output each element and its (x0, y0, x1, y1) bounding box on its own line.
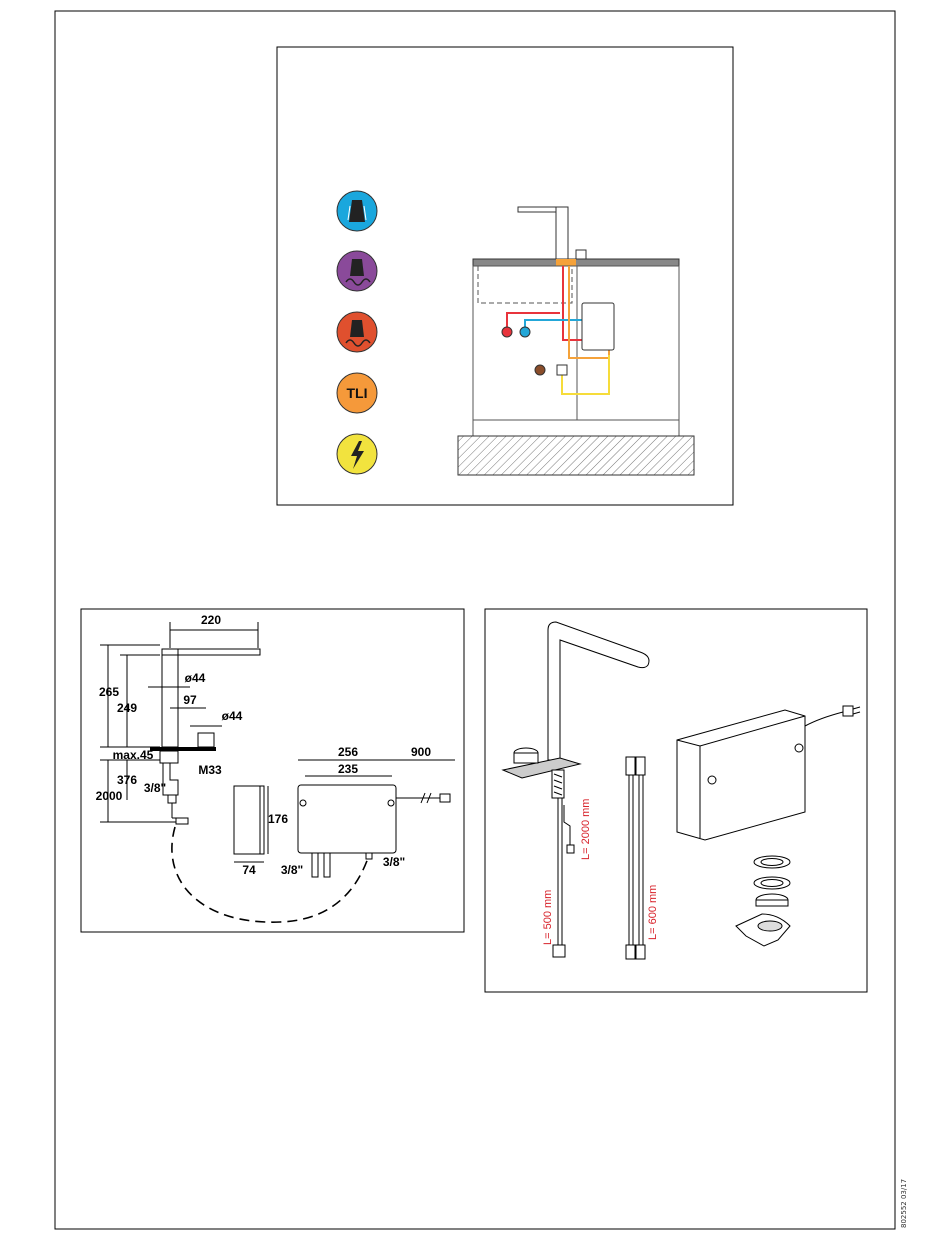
dim-376: 376 (117, 773, 137, 787)
dim-220: 220 (201, 613, 221, 627)
worktop-fitting (556, 259, 576, 266)
mixed-water-icon (337, 312, 377, 352)
dim-3-8-c: 3/8" (383, 855, 405, 869)
drain-outlet (535, 365, 545, 375)
dim-900: 900 (411, 745, 431, 759)
tli-icon: TLI (337, 373, 377, 413)
hot-water-icon (337, 251, 377, 291)
length-2000-label: L= 2000 mm (580, 799, 592, 860)
dimension-panel: 220 265 249 ø44 97 ø44 max.45 M33 376 20… (81, 609, 464, 932)
cabinet (473, 266, 679, 420)
dim-235: 235 (338, 762, 358, 776)
faucet-base (150, 747, 216, 751)
dim-diam-44-a: ø44 (185, 671, 206, 685)
parts-panel: L= 2000 mm L= 500 mm L= 600 mm (485, 609, 867, 992)
dim-97: 97 (183, 693, 197, 707)
length-500-label: L= 500 mm (542, 890, 554, 945)
electric-icon (337, 434, 377, 474)
dim-256: 256 (338, 745, 358, 759)
heater-front-view (298, 785, 396, 853)
dim-diam-44-b: ø44 (222, 709, 243, 723)
length-600-label: L= 600 mm (647, 885, 659, 940)
installation-panel: TLI (277, 47, 733, 505)
cold-water-icon (337, 191, 377, 231)
dim-max45: max.45 (113, 748, 154, 762)
dim-176: 176 (268, 812, 288, 826)
heater-unit (582, 303, 614, 350)
dim-3-8-a: 3/8" (144, 781, 166, 795)
dim-2000: 2000 (96, 789, 123, 803)
dim-m33: M33 (198, 763, 222, 777)
dim-265: 265 (99, 685, 119, 699)
dim-74: 74 (242, 863, 256, 877)
floor (458, 436, 694, 475)
dim-249: 249 (117, 701, 137, 715)
dim-3-8-b: 3/8" (281, 863, 303, 877)
tli-label: TLI (347, 385, 368, 401)
cabinet-plinth (473, 420, 679, 436)
document-code: 802552 03/17 (900, 1179, 908, 1228)
hot-valve (502, 327, 512, 337)
power-socket (557, 365, 567, 375)
cold-valve (520, 327, 530, 337)
